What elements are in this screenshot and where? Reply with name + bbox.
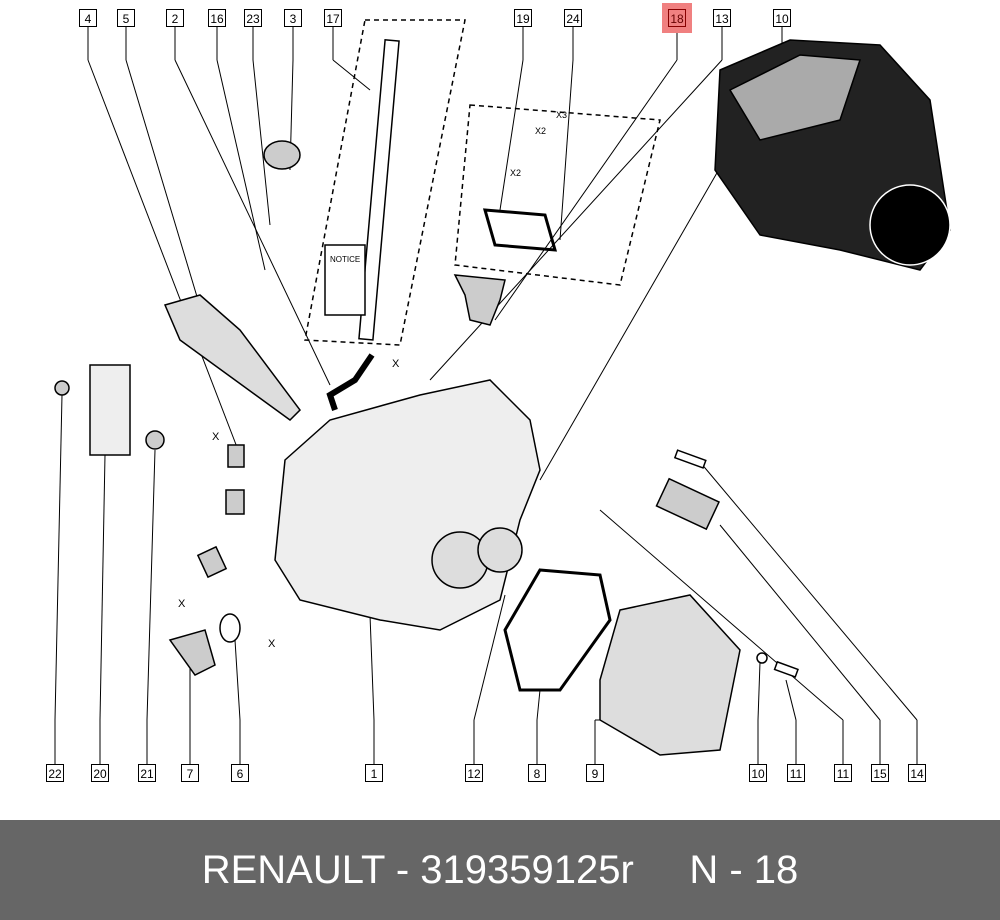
annotation-x2: X2	[535, 126, 546, 136]
callout-13[interactable]: 13	[713, 9, 731, 27]
callout-8[interactable]: 8	[528, 764, 546, 782]
output-port-right	[477, 527, 523, 573]
leader-line	[473, 594, 506, 721]
sleeve	[196, 545, 228, 579]
bolt-14	[673, 449, 707, 469]
leader-line	[699, 461, 918, 721]
callout-19[interactable]: 19	[514, 9, 532, 27]
callout-5[interactable]: 5	[117, 9, 135, 27]
plug-7	[168, 629, 216, 676]
leader-line	[369, 614, 375, 721]
callout-11[interactable]: 11	[787, 764, 805, 782]
leader-line	[785, 679, 797, 721]
annotation-x3: X3	[556, 110, 567, 120]
callout-18[interactable]: 18	[662, 3, 692, 33]
leader-line	[429, 59, 723, 381]
leader-line	[332, 59, 371, 91]
leader-line	[146, 449, 156, 721]
leader-line	[536, 689, 541, 721]
leader-line	[719, 524, 881, 721]
leader-line	[599, 509, 844, 721]
callout-20[interactable]: 20	[91, 764, 109, 782]
callout-1[interactable]: 1	[365, 764, 383, 782]
annotations: X X X X X2 X2 X3 NOTICE	[178, 110, 567, 650]
gearbox-housing	[274, 379, 541, 631]
annotation-x: X	[392, 358, 400, 370]
leader-line	[54, 394, 63, 721]
bolt-22	[54, 380, 70, 396]
callout-11[interactable]: 11	[834, 764, 852, 782]
callout-23[interactable]: 23	[244, 9, 262, 27]
leader-line	[174, 59, 331, 386]
notice-booklet	[324, 244, 366, 316]
leader-line	[99, 454, 106, 721]
kit-box-17	[304, 19, 466, 346]
callout-14[interactable]: 14	[908, 764, 926, 782]
gasket-8	[503, 568, 612, 692]
leader-line	[559, 59, 574, 241]
callout-10[interactable]: 10	[749, 764, 767, 782]
callout-2[interactable]: 2	[166, 9, 184, 27]
bolt-11	[773, 660, 799, 678]
callout-7[interactable]: 7	[181, 764, 199, 782]
leader-line	[499, 59, 524, 211]
callout-6[interactable]: 6	[231, 764, 249, 782]
nut-21	[145, 430, 165, 450]
kit-box-24	[454, 104, 661, 286]
callout-15[interactable]: 15	[871, 764, 889, 782]
solenoid-3	[263, 140, 301, 170]
seal-6	[219, 613, 241, 643]
callout-21[interactable]: 21	[138, 764, 156, 782]
leader-line	[216, 59, 266, 271]
callout-9[interactable]: 9	[586, 764, 604, 782]
annotation-x: X	[178, 598, 186, 610]
bracket-5	[163, 294, 301, 421]
exploded-parts-diagram: X X X X X2 X2 X3 NOTICE	[54, 19, 951, 764]
footer-caption: RENAULT - 319359125r N - 18	[0, 820, 1000, 920]
sensor-18	[453, 274, 506, 326]
leader-line	[125, 59, 211, 341]
annotation-notice: NOTICE	[330, 255, 360, 264]
leader-line	[252, 59, 271, 226]
leader-line	[494, 59, 678, 321]
annotation-x: X	[268, 638, 276, 650]
actuator-15	[655, 477, 720, 531]
leader-line	[87, 59, 241, 456]
dipstick-tube	[358, 39, 400, 341]
annotation-x: X	[212, 431, 220, 443]
callout-17[interactable]: 17	[324, 9, 342, 27]
callout-4[interactable]: 4	[79, 9, 97, 27]
leader-line	[234, 639, 241, 721]
callout-24[interactable]: 24	[564, 9, 582, 27]
callout-16[interactable]: 16	[208, 9, 226, 27]
callout-12[interactable]: 12	[465, 764, 483, 782]
pipe-2	[326, 353, 375, 411]
annotation-x2: X2	[510, 168, 521, 178]
callout-10[interactable]: 10	[773, 9, 791, 27]
parts	[54, 19, 951, 756]
callout-3[interactable]: 3	[284, 9, 302, 27]
washer-10	[756, 652, 768, 664]
bushing-4	[227, 444, 245, 468]
cover-9	[599, 594, 741, 756]
plate-20	[89, 364, 131, 456]
leader-line	[757, 661, 761, 721]
bushing-4b	[225, 489, 245, 515]
gasket-19	[482, 208, 558, 252]
callout-22[interactable]: 22	[46, 764, 64, 782]
